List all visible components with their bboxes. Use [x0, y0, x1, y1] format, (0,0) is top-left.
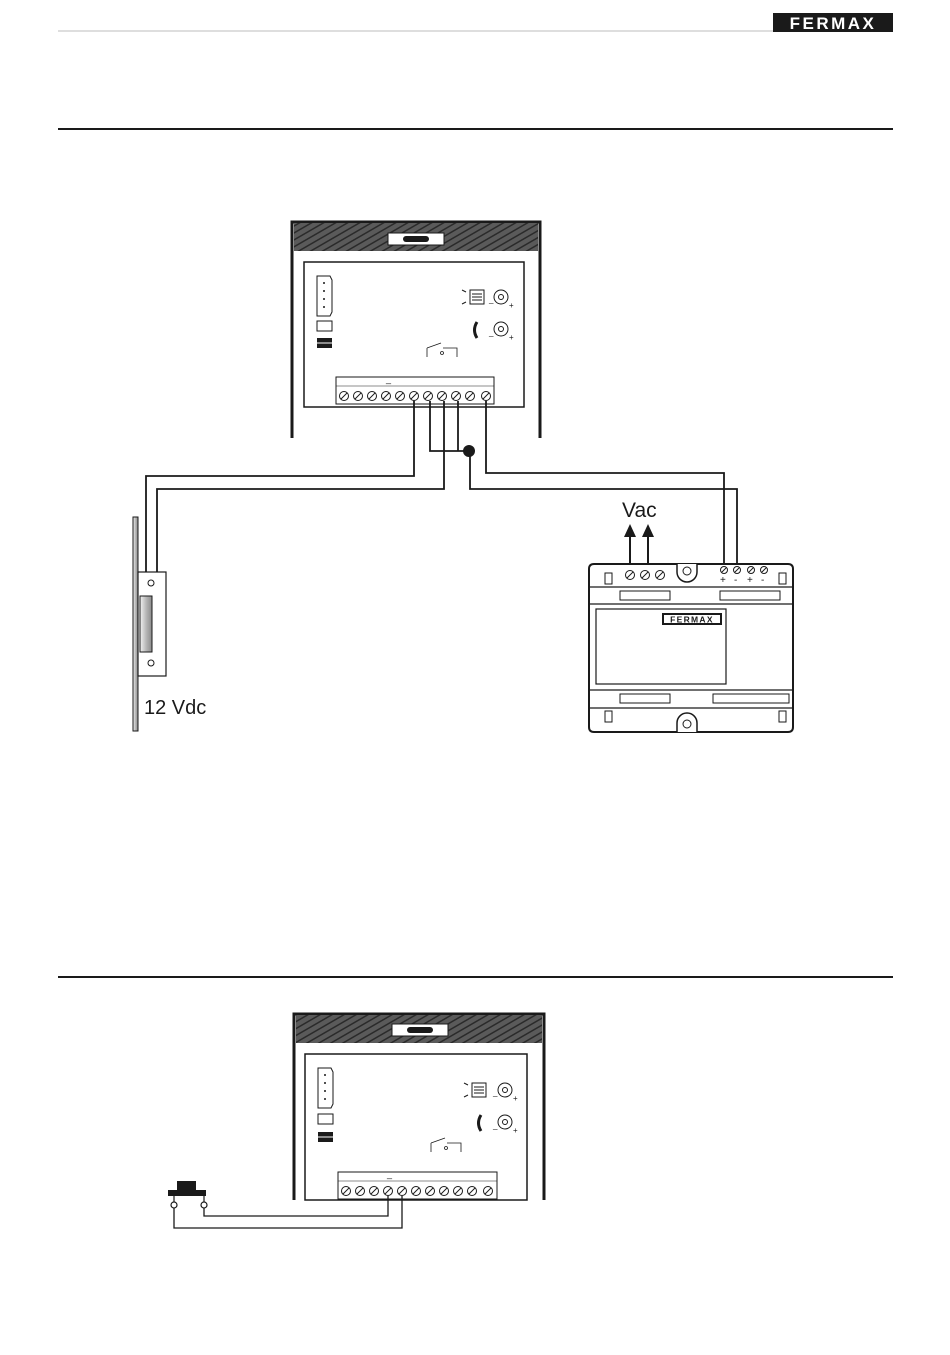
svg-text:+: + [509, 301, 514, 310]
control-panel-2: _ + _ + _ [294, 1014, 544, 1200]
control-panel: _ + _ + _ [292, 222, 540, 438]
psu-terminal-sign: - [734, 575, 737, 586]
wiring-2 [174, 1196, 402, 1228]
psu-terminal-sign: + [747, 575, 753, 586]
wire-button-a [174, 1196, 402, 1228]
svg-text:_: _ [492, 1121, 498, 1130]
jumper-icon [318, 1114, 333, 1124]
wire-common [430, 401, 470, 451]
ac-input-label: Vac [622, 499, 657, 522]
svg-text:+: + [509, 333, 514, 342]
brand-logo: FERMAX [790, 14, 877, 33]
psu-brand-logo: FERMAX [670, 615, 714, 625]
electric-door-lock: 12 Vdc [133, 517, 206, 731]
svg-text:_: _ [488, 328, 494, 337]
lock-latch [140, 596, 152, 652]
svg-text:_: _ [492, 1088, 498, 1097]
power-supply-unit: + - + - FERMAX [589, 564, 793, 732]
diagram-door-lock-wiring: _ + _ + _ [133, 222, 793, 732]
wire-psu-plus [486, 401, 724, 568]
lock-strike-plate [133, 517, 138, 731]
svg-text:+: + [513, 1126, 518, 1135]
jumper-icon [317, 321, 332, 331]
junction-dot [463, 445, 475, 457]
svg-text:_: _ [488, 295, 494, 304]
terminal-minus-label: _ [386, 1169, 393, 1179]
wire-lock-b [157, 401, 444, 582]
lock-voltage-label: 12 Vdc [144, 697, 206, 719]
page-header: FERMAX [58, 13, 893, 33]
svg-text:+: + [513, 1094, 518, 1103]
psu-ac-terminals [626, 571, 665, 580]
terminal-minus-label: _ [385, 374, 392, 384]
diagram-push-button-wiring: _ + _ + _ [168, 1014, 544, 1228]
connector-icon [317, 276, 332, 316]
wire-lock-a [146, 401, 414, 582]
arrow-up-icon [642, 524, 654, 537]
arrow-up-icon [624, 524, 636, 537]
connector-icon [318, 1068, 333, 1108]
wire-psu-minus [470, 451, 737, 568]
ac-input: Vac [622, 499, 657, 568]
door-release-push-button [168, 1181, 207, 1208]
psu-terminal-sign: + [720, 575, 726, 586]
psu-terminal-sign: - [761, 575, 764, 586]
